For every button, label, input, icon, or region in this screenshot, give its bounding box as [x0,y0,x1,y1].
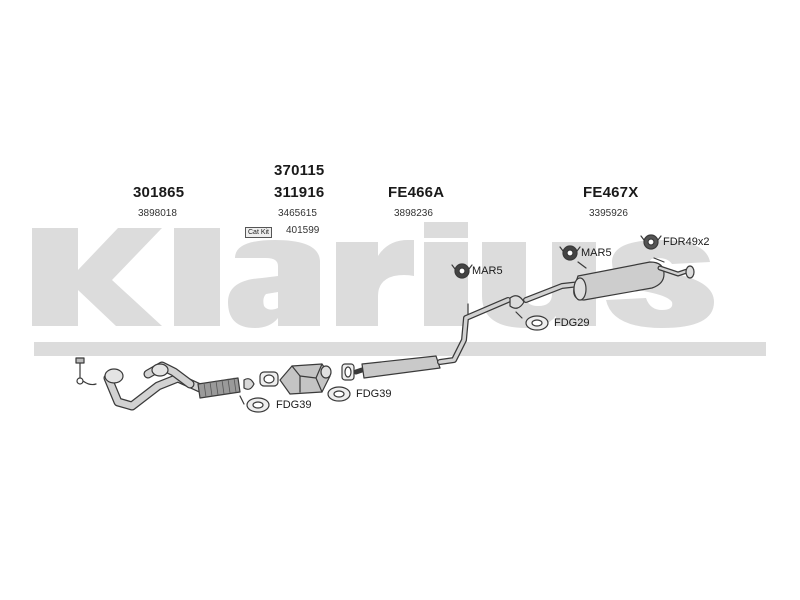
part-number-label: 301865 [133,184,185,201]
gasket-icon [525,315,549,331]
watermark-underline [34,342,766,356]
rubber-mount-icon [559,245,581,261]
gasket-icon [246,397,270,413]
flexi-pipe-part [197,377,241,399]
front-pipe-part [103,361,205,411]
rear-silencer-part [523,257,695,303]
leader-line [577,261,587,269]
fdg39-label: FDG39 [276,399,312,411]
fdg39-label: FDG39 [356,388,392,400]
catalytic-converter-part [279,363,332,395]
part-alt-number: 3898018 [138,208,177,219]
rubber-mount-icon [640,234,662,250]
part-number-label: FE466A [388,184,445,201]
fdr49x2-label: FDR49x2 [663,236,710,248]
mar5-label: MAR5 [472,265,503,277]
rubber-mount-icon [451,263,473,279]
part-alt-number: 3465615 [278,208,317,219]
lambda-sensor-icon [75,357,97,386]
gasket-icon [327,386,351,402]
gasket-ring-icon [341,363,355,381]
fdg29-label: FDG29 [554,317,590,329]
gasket-ring-icon [259,371,279,387]
cat-kit-badge: Cat Kit [245,227,273,238]
part-alt-number: 3395926 [589,208,628,219]
mid-section-part [353,297,511,379]
part-alt-number: 3898236 [394,208,433,219]
part-number-label: 311916 [274,184,325,201]
joint-clamp-icon [509,295,525,319]
small-clamp-icon [239,378,255,405]
mar5-label: MAR5 [581,247,612,259]
cat-kit-number: 401599 [286,225,320,236]
part-number-label: FE467X [583,184,639,201]
part-number-label: 370115 [274,162,325,179]
